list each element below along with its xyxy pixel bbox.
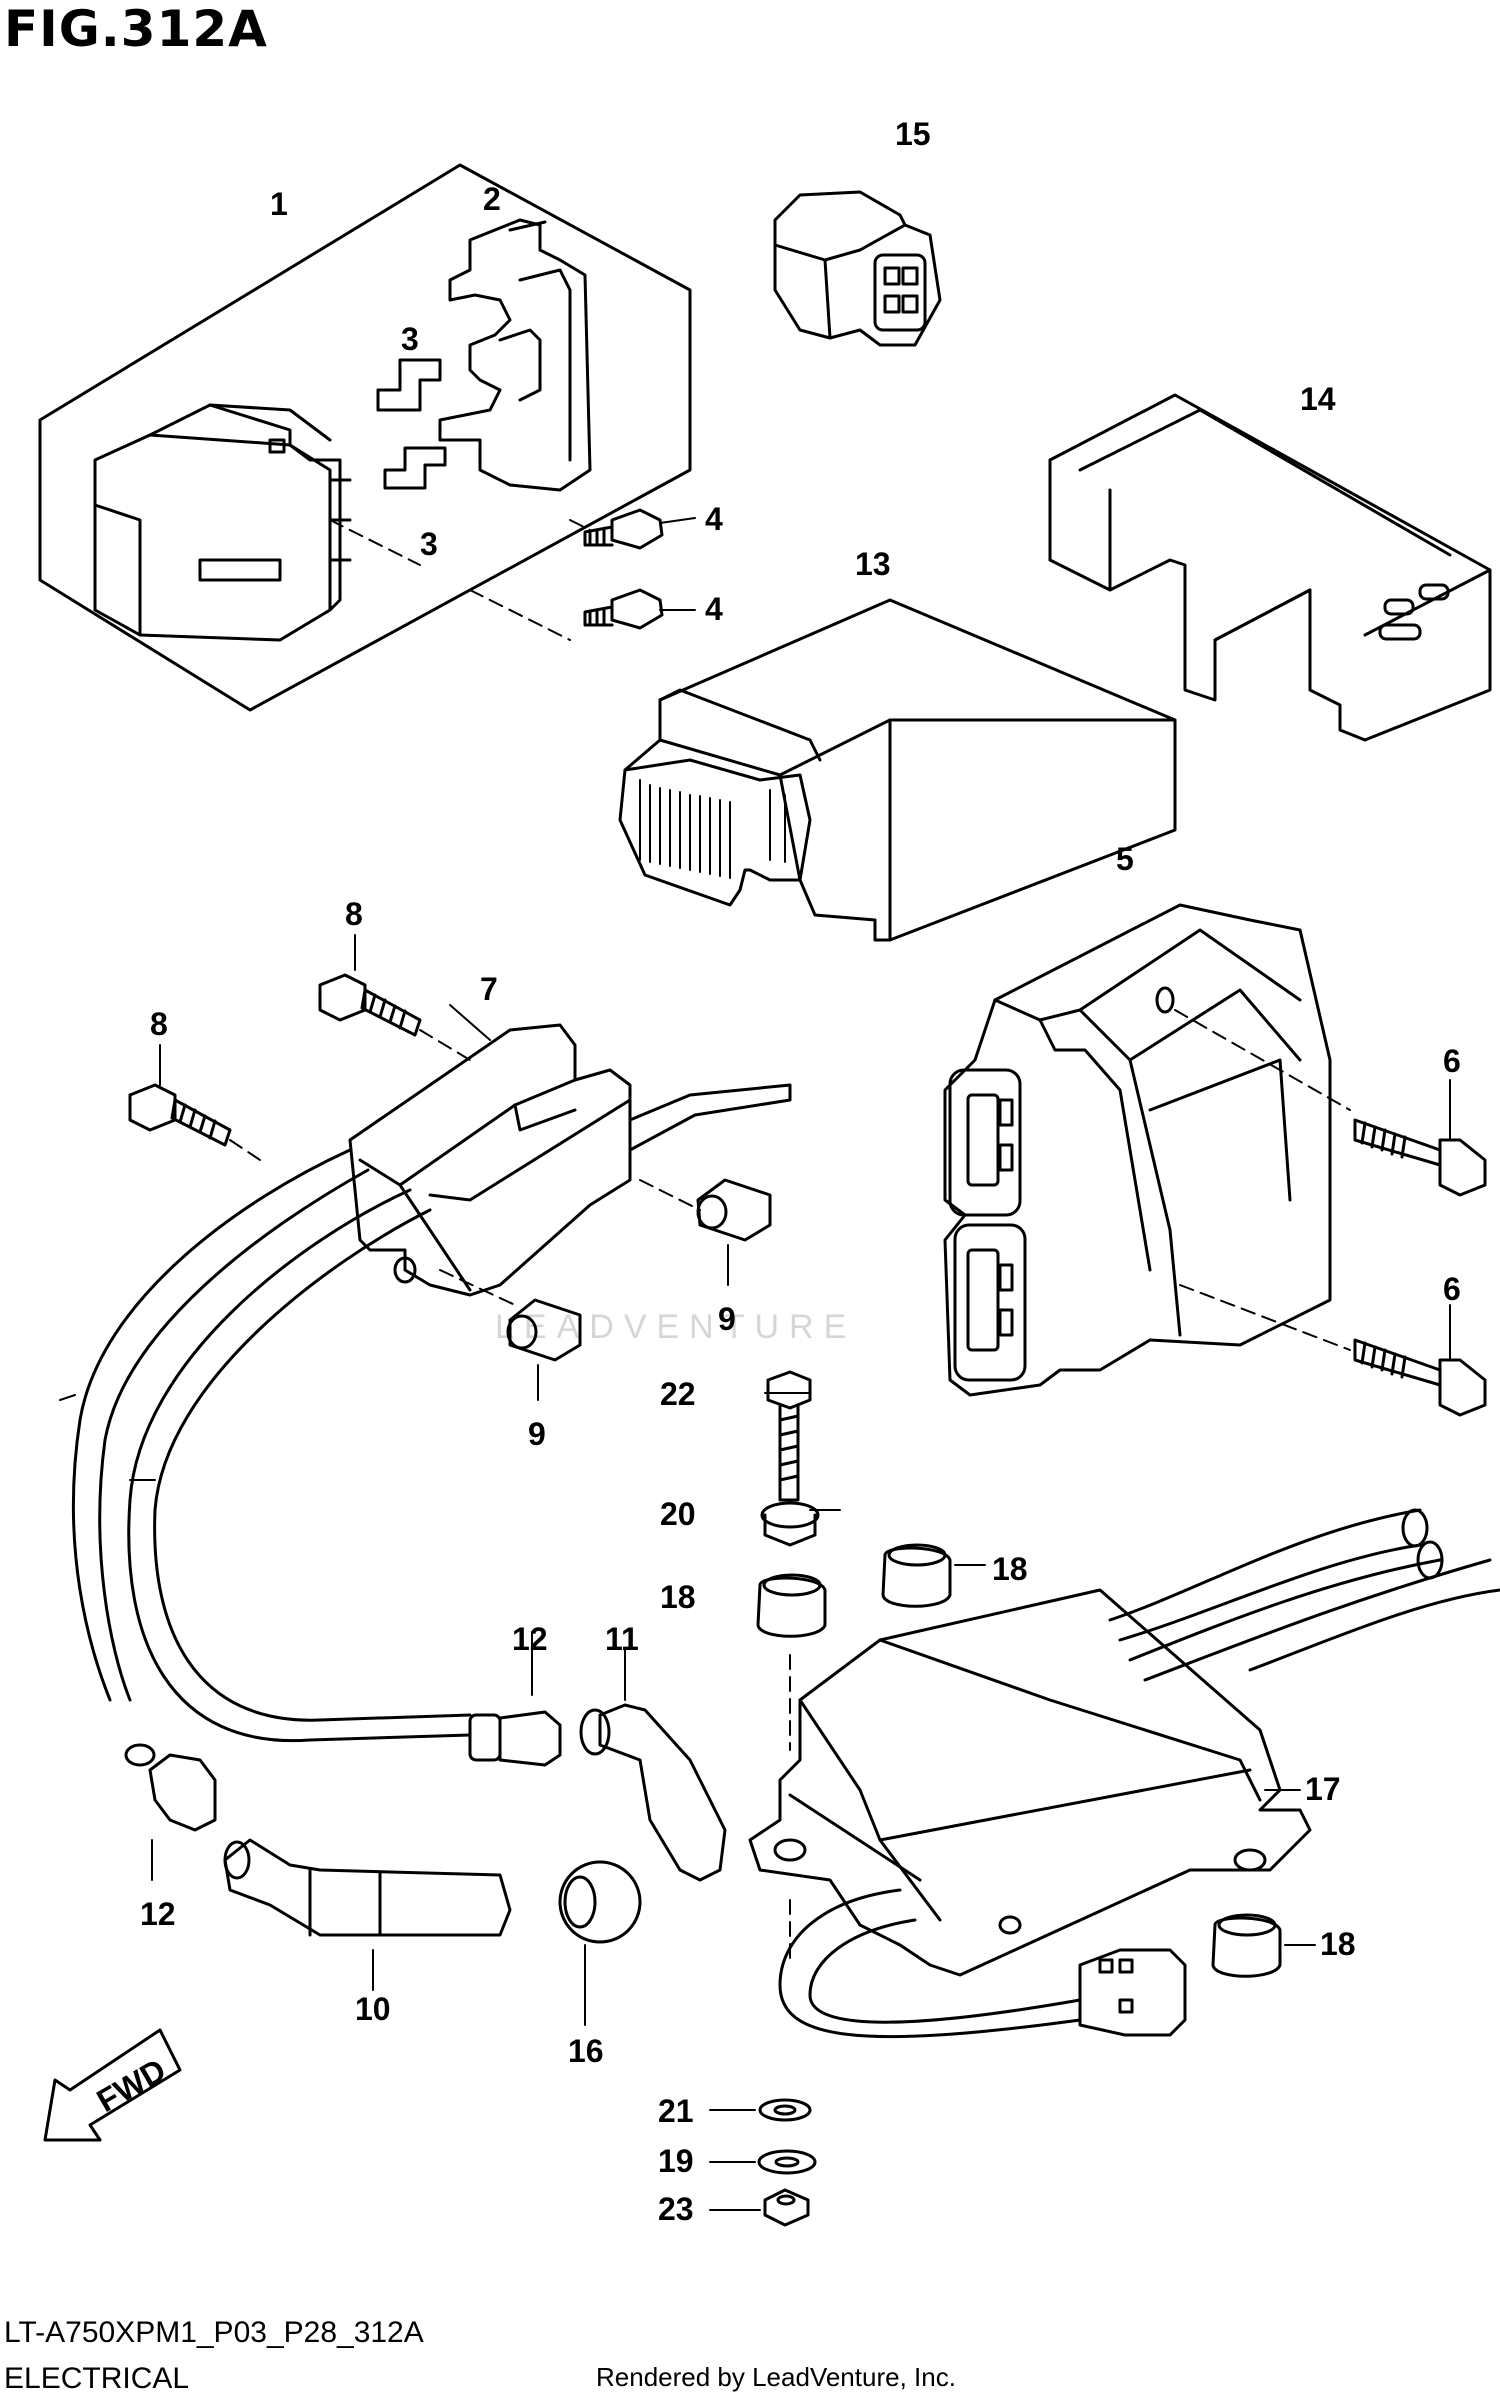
callout-20: 20 <box>660 1496 696 1532</box>
callout-9a: 9 <box>718 1301 736 1337</box>
callout-9b: 9 <box>528 1416 546 1452</box>
callout-18b: 18 <box>992 1551 1028 1587</box>
model-code: LT-A750XPM1_P03_P28_312A <box>4 2316 424 2349</box>
figure-title: FIG.312A <box>4 0 268 58</box>
bottom-fasteners <box>709 2098 817 2227</box>
callout-14: 14 <box>1300 381 1336 417</box>
part-8-bolts <box>128 934 471 1161</box>
fwd-label: FWD <box>91 2051 172 2119</box>
section-title: ELECTRICAL <box>4 2362 190 2395</box>
callout-labels: 1 2 3 3 4 4 15 14 13 5 6 6 8 8 7 9 9 22 … <box>140 116 1461 2227</box>
callout-19: 19 <box>658 2143 694 2179</box>
render-credit: Rendered by LeadVenture, Inc. <box>596 2362 956 2392</box>
callout-18a: 18 <box>660 1579 696 1615</box>
fwd-arrow-icon: FWD <box>43 2028 182 2142</box>
callout-21: 21 <box>658 2093 694 2129</box>
part-13-ecm <box>618 598 1177 942</box>
part-4-bolts <box>583 508 696 630</box>
callout-12a: 12 <box>512 1621 548 1657</box>
callout-5: 5 <box>1116 841 1134 877</box>
part-15-connector <box>773 190 942 347</box>
part-5-regulator <box>943 903 1351 1397</box>
callout-1: 1 <box>270 186 288 222</box>
mounting-hardware <box>756 1370 1316 1978</box>
callout-8a: 8 <box>345 896 363 932</box>
callout-17: 17 <box>1305 1771 1341 1807</box>
callout-8b: 8 <box>150 1006 168 1042</box>
part-9-boots <box>506 1178 772 1401</box>
callout-23: 23 <box>658 2191 694 2227</box>
plug-caps <box>124 1631 727 2026</box>
callout-6a: 6 <box>1443 1043 1461 1079</box>
callout-10: 10 <box>355 1991 391 2027</box>
callout-15: 15 <box>895 116 931 152</box>
callout-7: 7 <box>480 971 498 1007</box>
part-7-ignition-coil <box>348 1004 792 1306</box>
ignition-leads <box>59 1148 472 1743</box>
callout-3a: 3 <box>401 321 419 357</box>
part-17-controller <box>748 1508 1500 2039</box>
callout-13: 13 <box>855 546 891 582</box>
callout-4a: 4 <box>705 501 723 537</box>
part-1-relay-assembly <box>38 163 692 712</box>
callout-16: 16 <box>568 2033 604 2069</box>
part-14-cover <box>1048 393 1492 742</box>
callout-2: 2 <box>483 181 501 217</box>
callout-22: 22 <box>660 1376 696 1412</box>
callout-18c: 18 <box>1320 1926 1356 1962</box>
callout-6b: 6 <box>1443 1271 1461 1307</box>
callout-11: 11 <box>605 1621 639 1657</box>
callout-12b: 12 <box>140 1896 176 1932</box>
part-6-bolts <box>1353 1079 1487 1417</box>
watermark: LEADVENTURE <box>495 1308 857 1346</box>
callout-3b: 3 <box>420 526 438 562</box>
callout-4b: 4 <box>705 591 723 627</box>
